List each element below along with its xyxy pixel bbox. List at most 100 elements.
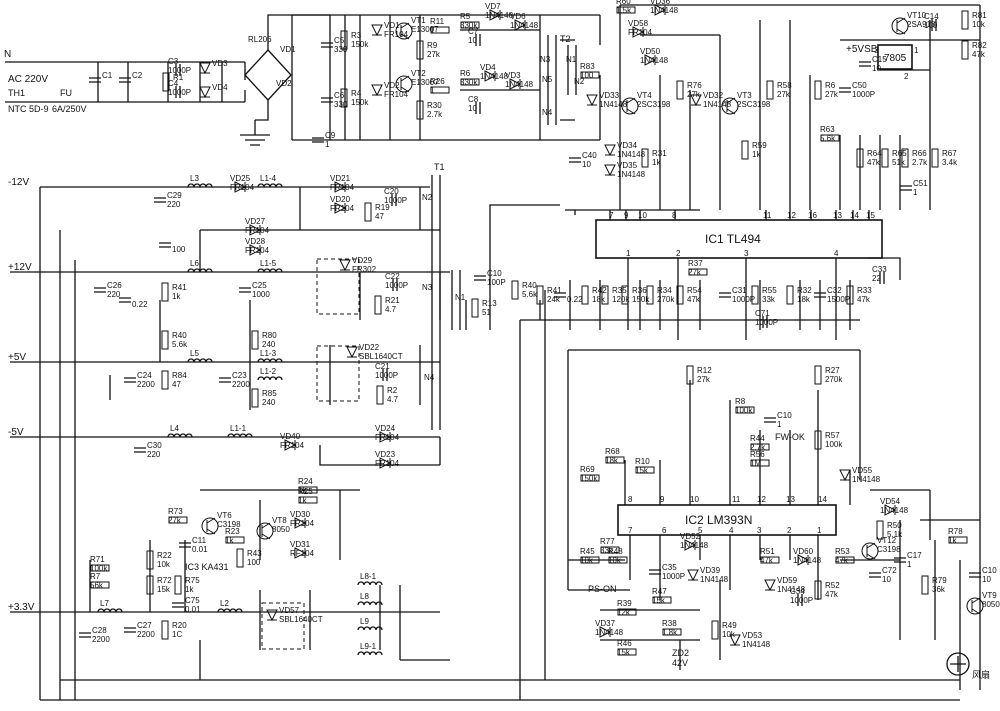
component-designator: C25 [252, 281, 267, 290]
component-designator: R69 [580, 465, 595, 474]
component-value: 100P [487, 278, 506, 287]
component-value: 27k [777, 90, 791, 99]
component-designator: R81 [972, 11, 987, 20]
diode-pack [316, 345, 360, 402]
component-designator: R56 [750, 450, 765, 459]
component-value: FR104 [628, 28, 653, 37]
ic1-pin: 10 [638, 211, 647, 220]
component-designator: R52 [825, 581, 840, 590]
ic2-pin: 9 [660, 495, 665, 504]
component-designator: R68 [605, 447, 620, 456]
ic2-pin: 13 [786, 495, 795, 504]
component-value: 5.1k [887, 530, 903, 539]
component-value: 1N4148 [880, 506, 909, 515]
component-value: 10 [872, 64, 881, 73]
component-r2: R24.7 [376, 385, 399, 405]
winding-label: N2 [574, 77, 585, 86]
zener-label: ZD2 [672, 648, 689, 658]
ic1-pin: 3 [744, 249, 749, 258]
component-value: 1N4148 [793, 556, 822, 565]
component-value: 100 [580, 71, 594, 80]
component-designator: C26 [107, 281, 122, 290]
component-designator: R20 [172, 621, 187, 630]
component-designator: VD4 [480, 63, 496, 72]
ic2-pins-bottom: 7 6 5 4 3 2 1 [628, 526, 822, 535]
component-value: 24k [547, 295, 561, 304]
component-designator: C51 [913, 179, 928, 188]
component-designator: L9 [360, 617, 369, 626]
component-designator: R26 [430, 77, 445, 86]
winding-label: N1 [566, 55, 577, 64]
component-value: 15k [652, 596, 666, 605]
component-designator: L7 [100, 599, 109, 608]
component-value: 220 [167, 200, 181, 209]
component-designator: VD3 [505, 71, 521, 80]
component-designator: VD31 [290, 540, 311, 549]
component-value: 1k [172, 292, 181, 301]
component-designator: R64 [867, 149, 882, 158]
component-designator: C32 [827, 286, 842, 295]
component-designator: R71 [90, 555, 105, 564]
component-designator: VD35 [617, 161, 638, 170]
component-value: 0.22 [132, 300, 148, 309]
component-value: 51k [892, 158, 906, 167]
fan-icon [946, 652, 970, 676]
component-value: 100k [90, 564, 108, 573]
component-value: 1000P [168, 66, 191, 75]
fw-ok-label: FW-OK [775, 432, 805, 442]
component-designator: C9 [325, 131, 336, 140]
component-value: 0.22 [567, 295, 583, 304]
component-designator: R82 [972, 41, 987, 50]
component-designator: VD55 [852, 466, 873, 475]
component-value: 47k [825, 590, 839, 599]
component-designator: R21 [385, 296, 400, 305]
component-value: SBL1640CT [279, 615, 323, 624]
component-l81: L8-1 [357, 572, 383, 586]
component-value: 150k [351, 40, 369, 49]
component-value: 1M [750, 459, 761, 468]
component-value: 150k [632, 295, 650, 304]
component-designator: R45 [580, 547, 595, 556]
component-value: 2200 [232, 380, 250, 389]
component-designator: VT8 [272, 516, 287, 525]
component-value: FR104 [245, 226, 270, 235]
component-designator: R80 [262, 331, 277, 340]
winding-label: N4 [542, 108, 553, 117]
component-value: 27k [697, 375, 711, 384]
rail-label: +5VSB [846, 44, 878, 55]
component-designator: C27 [137, 621, 152, 630]
component-designator: R43 [247, 549, 262, 558]
component-designator: VD59 [777, 576, 798, 585]
component-value: 10k [972, 20, 986, 29]
component-r1: R1 [162, 72, 184, 92]
ic1-pin: 4 [834, 249, 839, 258]
component-value: 15k [617, 648, 631, 657]
component-designator: VT6 [217, 511, 232, 520]
component-designator: C40 [582, 151, 597, 160]
component-value: 1N4148 [617, 170, 646, 179]
component-value: 5.6k [172, 340, 188, 349]
